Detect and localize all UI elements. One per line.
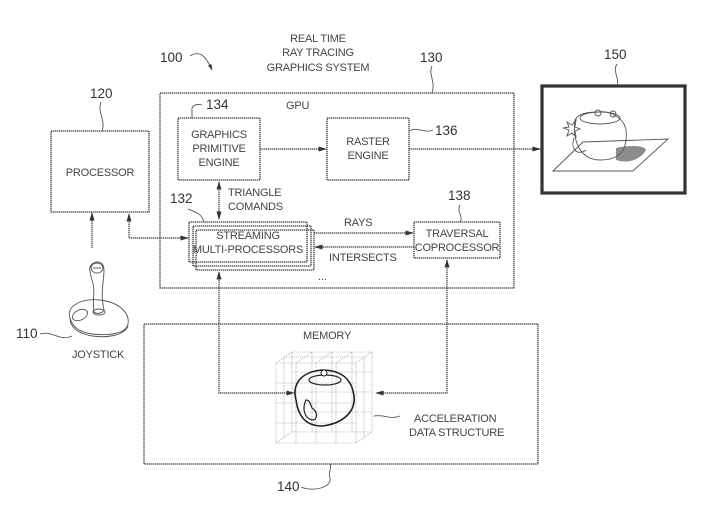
memory-label: MEMORY [303,330,352,342]
raster-label-line-2: ENGINE [348,150,389,162]
figure-title: REAL TIME RAY TRACING GRAPHICS SYSTEM [267,33,370,74]
gpe-ref-leader [191,104,203,118]
gpu-ref-leader [430,65,434,94]
gpu-label: GPU [286,100,309,112]
processor-ref-leader [99,101,104,132]
display-ref-leader [614,63,619,87]
raster-ref-leader [408,128,434,132]
acceleration-label-line-1: ACCELERATION [414,413,497,425]
raster-label-line-1: RASTER [346,136,390,148]
gpu-box[interactable] [159,92,515,289]
teapot-knob [320,369,328,377]
tc-label-line-2: COPROCESSOR [415,242,500,254]
triangle-commands-label-2: COMANDS [228,201,283,213]
memory-ref-number: 140 [277,479,300,494]
raster-ref-number: 136 [435,123,458,138]
system-ref-number: 100 [160,50,183,65]
processor-label: PROCESSOR [66,167,135,179]
teapot-outline [294,369,355,427]
gpe-ref-number: 134 [206,97,229,112]
joystick-label: JOYSTICK [72,349,125,361]
processor-ref-number: 120 [90,86,113,101]
bvh-grid [275,351,373,444]
title-line-2: RAY TRACING [282,47,354,59]
sm-ref-leader [187,208,205,223]
display-ref-number: 150 [604,47,627,62]
gpe-label-line-3: ENGINE [199,157,240,169]
processor-box[interactable] [50,130,150,213]
system-ref-arrow [189,53,213,71]
sm-stack-layer-2 [192,225,312,267]
acceleration-structure-leader [373,415,401,418]
tc-ref-leader [458,204,462,223]
sm-label-line-1: STREAMING [216,230,280,242]
rendered-teapot-image [551,109,670,172]
sm-label-line-2: MULTI-PROCESSORS [193,244,303,256]
tc-ref-number: 138 [448,188,471,203]
streaming-multiprocessors-box [188,221,308,263]
rays-label: RAYS [344,217,372,229]
title-line-3: GRAPHICS SYSTEM [267,62,370,74]
tc-label-line-1: TRAVERSAL [426,228,489,240]
triangle-commands-label-1: TRIANGLE [228,187,281,199]
processor-sm-arrow [126,213,189,241]
gpe-label-line-1: GRAPHICS [191,129,247,141]
sm-stack-layer-3 [195,229,315,271]
more-sm-ellipsis: ... [318,271,327,283]
memory-ref-leader [300,463,332,490]
intersects-label: INTERSECTS [329,252,397,264]
gpe-label-line-2: PRIMITIVE [192,143,245,155]
tc-memory-arrow [375,259,450,396]
memory-box[interactable] [143,323,539,465]
teapot-spout [303,399,318,421]
acceleration-label-line-2: DATA STRUCTURE [409,427,504,439]
streaming-multiprocessors-stack[interactable] [188,221,315,271]
traversal-coprocessor-box[interactable] [413,221,501,259]
joystick-ref-leader [39,332,73,339]
acceleration-structure-graphic [275,351,373,444]
sm-ref-number: 132 [170,191,193,206]
gpu-ref-number: 130 [420,50,443,65]
joystick-icon[interactable] [68,261,129,338]
title-line-1: REAL TIME [290,33,346,45]
raster-engine-box[interactable] [326,117,410,181]
sm-memory-arrow [216,271,295,396]
display-frame[interactable] [540,84,687,195]
joystick-ref-number: 110 [16,326,38,341]
